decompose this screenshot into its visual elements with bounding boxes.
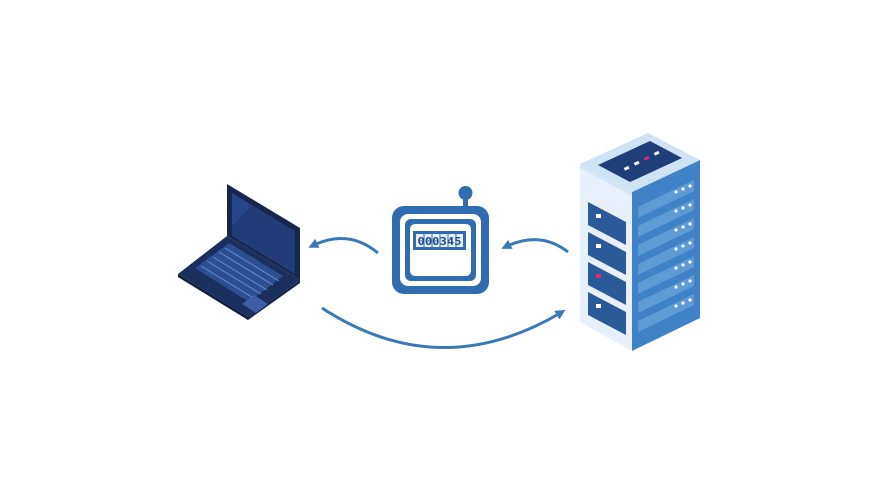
counter-meter-icon: 000345 <box>392 186 489 294</box>
laptop-icon <box>178 184 300 320</box>
server-rack-icon <box>580 133 700 351</box>
arrow-server-to-counter <box>501 238 569 254</box>
counter-digits: 000345 <box>418 235 462 248</box>
arrow-laptop-to-server <box>321 306 566 349</box>
arrow-counter-to-laptop <box>308 236 379 255</box>
